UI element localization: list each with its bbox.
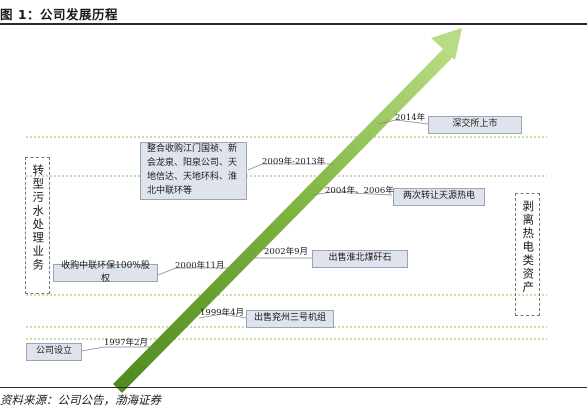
event-box-2009: 整合收购江门国祯、新会龙泉、阳泉公司、天地信达、天地环科、淮北中联环等 [140, 142, 247, 200]
title-rule [0, 23, 587, 25]
event-year-2000: 2000年11月 [175, 261, 225, 271]
connector-1997 [75, 346, 154, 353]
side-label-right: 剥离热电类资产 [515, 193, 540, 316]
side-label-left: 转型污水处理业务 [25, 157, 50, 294]
event-year-2014: 2014年 [395, 113, 426, 123]
event-year-2002: 2002年9月 [264, 247, 309, 257]
event-text-2009: 整合收购江门国祯、新会龙泉、阳泉公司、天地信达、天地环科、淮北中联环等 [147, 144, 238, 196]
event-box-2014: 深交所上市 [428, 116, 522, 134]
side-label-right-text: 剥离热电类资产 [521, 200, 536, 295]
connector-1999 [198, 313, 247, 319]
event-box-1999: 出售兖州三号机组 [246, 310, 334, 328]
growth-arrow-head [431, 28, 462, 60]
event-year-founding: 1997年2月 [104, 338, 149, 348]
connector-2000 [157, 267, 244, 276]
connector-2014 [377, 119, 429, 125]
event-year-1999: 1999年4月 [200, 308, 245, 318]
event-text-2014: 深交所上市 [452, 119, 498, 130]
event-box-founding: 公司设立 [26, 343, 82, 361]
side-label-left-text: 转型污水处理业务 [31, 164, 46, 272]
event-box-2002: 出售淮北煤矸石 [312, 250, 408, 268]
connector-2009 [247, 163, 334, 171]
event-box-2004: 两次转让天源热电 [393, 188, 485, 206]
bottom-rule [0, 387, 587, 388]
event-year-2009: 2009年-2013年 [262, 157, 326, 167]
event-year-2004: 2004年、2006年 [325, 186, 394, 196]
connector-2004 [311, 191, 393, 196]
growth-arrow-shaft [113, 48, 453, 393]
figure-title: 图 1：公司发展历程 [0, 7, 119, 22]
event-text-1999: 出售兖州三号机组 [253, 313, 326, 324]
event-text-founding: 公司设立 [35, 346, 72, 357]
event-text-2000: 收购中联环保100%股权 [61, 260, 150, 284]
event-box-2000: 收购中联环保100%股权 [53, 261, 158, 284]
event-text-2004: 两次转让天源热电 [402, 191, 475, 202]
event-text-2002: 出售淮北煤矸石 [328, 253, 392, 264]
source-note: 资料来源：公司公告，渤海证券 [0, 393, 161, 407]
